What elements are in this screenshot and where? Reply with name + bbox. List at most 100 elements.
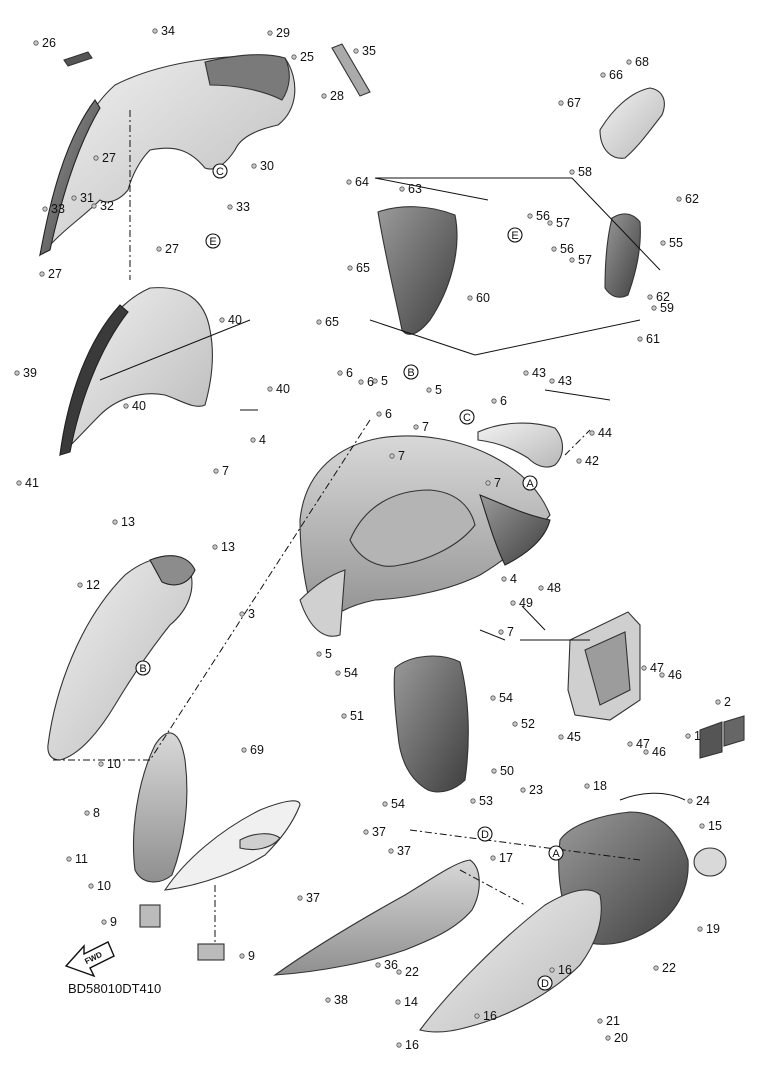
fastener-marker — [396, 969, 402, 975]
callout: 7 — [222, 464, 229, 478]
callout: 57 — [556, 216, 570, 230]
callout: 42 — [585, 454, 599, 468]
ref-marker-a: A — [548, 845, 564, 861]
callout: 10 — [97, 879, 111, 893]
callout: 10 — [107, 757, 121, 771]
callout: 29 — [276, 26, 290, 40]
fastener-marker — [77, 582, 83, 588]
callout: 43 — [532, 366, 546, 380]
fastener-marker — [501, 576, 507, 582]
fastener-marker — [558, 734, 564, 740]
callout: 11 — [75, 852, 88, 866]
fastener-marker — [123, 403, 129, 409]
fastener-marker — [551, 246, 557, 252]
part-side-cover-8 — [133, 732, 188, 883]
callout: 3 — [248, 607, 255, 621]
fastener-marker — [239, 953, 245, 959]
fastener-marker — [39, 271, 45, 277]
fastener-marker — [584, 783, 590, 789]
fastener-marker — [358, 379, 364, 385]
fastener-marker — [474, 1013, 480, 1019]
callout: 18 — [593, 779, 607, 793]
parts-layer — [39, 43, 745, 1033]
part-block-9a — [139, 904, 161, 928]
part-lower-fairing-14 — [419, 889, 602, 1033]
callout: 6 — [500, 394, 507, 408]
fwd-arrow-icon — [64, 941, 115, 978]
ref-marker-d: D — [537, 975, 553, 991]
callout: 5 — [435, 383, 442, 397]
callout: 54 — [499, 691, 513, 705]
fastener-marker — [549, 378, 555, 384]
fastener-marker — [335, 670, 341, 676]
callout: 20 — [614, 1031, 628, 1045]
fastener-marker — [538, 585, 544, 591]
fastener-marker — [510, 600, 516, 606]
callout: 7 — [398, 449, 405, 463]
fastener-marker — [93, 155, 99, 161]
part-upper-cowl-edge — [39, 99, 101, 256]
callout: 22 — [662, 961, 676, 975]
part-knee-panel-12-top — [149, 555, 196, 586]
callout: 53 — [479, 794, 493, 808]
fastener-marker — [71, 195, 77, 201]
callout: 47 — [636, 737, 650, 751]
svg-text:D: D — [481, 829, 489, 841]
fastener-marker — [413, 424, 419, 430]
callout: 54 — [344, 666, 358, 680]
fastener-marker — [576, 458, 582, 464]
callout: 66 — [609, 68, 623, 82]
callout: 28 — [330, 89, 344, 103]
fastener-marker — [321, 93, 327, 99]
fastener-marker — [676, 196, 682, 202]
fastener-marker — [372, 378, 378, 384]
callout: 32 — [100, 199, 114, 213]
fastener-marker — [98, 761, 104, 767]
fastener-marker — [316, 319, 322, 325]
callout: 65 — [356, 261, 370, 275]
svg-text:C: C — [463, 412, 471, 424]
svg-text:B: B — [139, 663, 146, 675]
callout: 26 — [42, 36, 56, 50]
fastener-marker — [558, 100, 564, 106]
callout: 7 — [422, 420, 429, 434]
callout: 27 — [165, 242, 179, 256]
fastener-marker — [647, 294, 653, 300]
callout: 6 — [385, 407, 392, 421]
callout: 52 — [521, 717, 535, 731]
callout: 68 — [635, 55, 649, 69]
callout: 45 — [567, 730, 581, 744]
callout: 55 — [669, 236, 683, 250]
callout: 9 — [248, 949, 255, 963]
part-bracket-55 — [604, 213, 641, 298]
part-sticker-2 — [723, 715, 745, 747]
fastener-marker — [382, 801, 388, 807]
callout: 51 — [350, 709, 364, 723]
fastener-marker — [626, 59, 632, 65]
ref-marker-b: B — [135, 660, 151, 676]
callout: 58 — [578, 165, 592, 179]
callout: 67 — [567, 96, 581, 110]
fastener-marker — [641, 665, 647, 671]
callout: 69 — [250, 743, 264, 757]
fastener-marker — [341, 713, 347, 719]
fastener-marker — [523, 370, 529, 376]
svg-text:C: C — [216, 166, 224, 178]
fastener-marker — [685, 733, 691, 739]
callout: 62 — [656, 290, 670, 304]
fastener-marker — [389, 453, 395, 459]
callout: 56 — [536, 209, 550, 223]
fastener-marker — [388, 848, 394, 854]
fastener-marker — [491, 768, 497, 774]
callout: 31 — [80, 191, 94, 205]
callout: 35 — [362, 44, 376, 58]
callout: 41 — [25, 476, 39, 490]
fastener-marker — [297, 895, 303, 901]
callout: 6 — [346, 366, 353, 380]
fastener-marker — [325, 997, 331, 1003]
callout: 48 — [547, 581, 561, 595]
callout: 13 — [121, 515, 135, 529]
callout: 6 — [367, 375, 374, 389]
part-cable-18 — [619, 792, 686, 801]
